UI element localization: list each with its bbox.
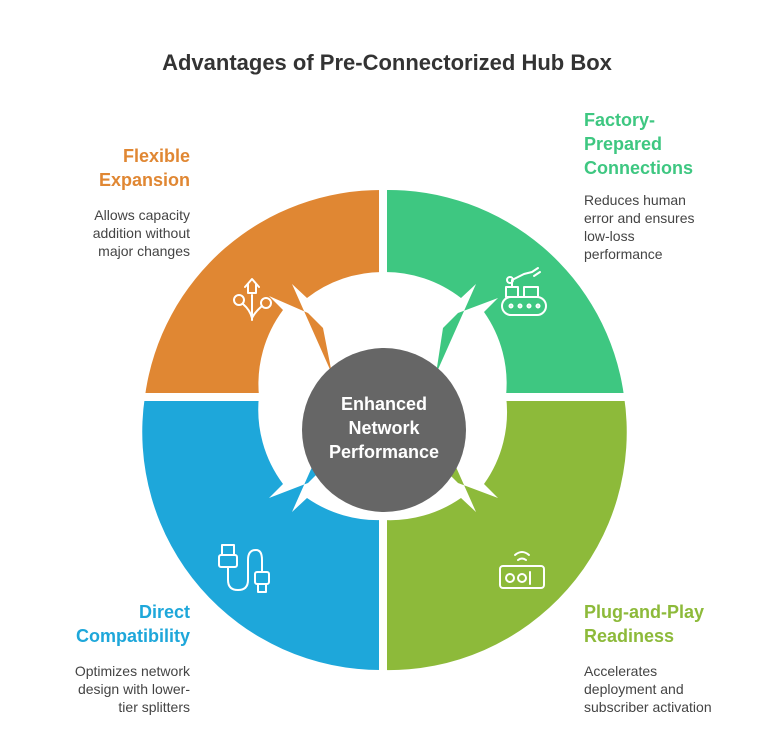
factory-prepared-description: Reduces human error and ensures low-loss… <box>584 192 695 262</box>
flexible-expansion-heading: Flexible Expansion <box>98 146 190 190</box>
center-line-2: Network <box>348 418 420 438</box>
segment-flexible-expansion <box>145 189 383 396</box>
direct-compatibility-heading: Direct Compatibility <box>75 602 190 646</box>
plug-and-play-heading: Plug-and-Play Readiness <box>584 602 705 646</box>
usb-cable-icon <box>218 544 270 593</box>
plant-growth-icon <box>233 278 272 321</box>
center-line-3: Performance <box>328 442 440 462</box>
center-line-1: Enhanced <box>340 394 428 414</box>
factory-prepared-heading: Factory- Prepared Connections <box>584 110 694 178</box>
radio-device-icon <box>499 551 545 589</box>
center-circle <box>302 348 466 512</box>
plug-and-play-description: Accelerates deployment and subscriber ac… <box>584 663 712 715</box>
direct-compatibility-description: Optimizes network design with lower- tie… <box>74 663 190 715</box>
flexible-expansion-description: Allows capacity addition without major c… <box>92 207 190 259</box>
page-title: Advantages of Pre-Connectorized Hub Box <box>162 50 612 75</box>
segment-factory-prepared <box>383 189 624 396</box>
center-label: Enhanced Network Performance <box>302 392 466 464</box>
conveyor-robot-icon <box>501 267 547 316</box>
